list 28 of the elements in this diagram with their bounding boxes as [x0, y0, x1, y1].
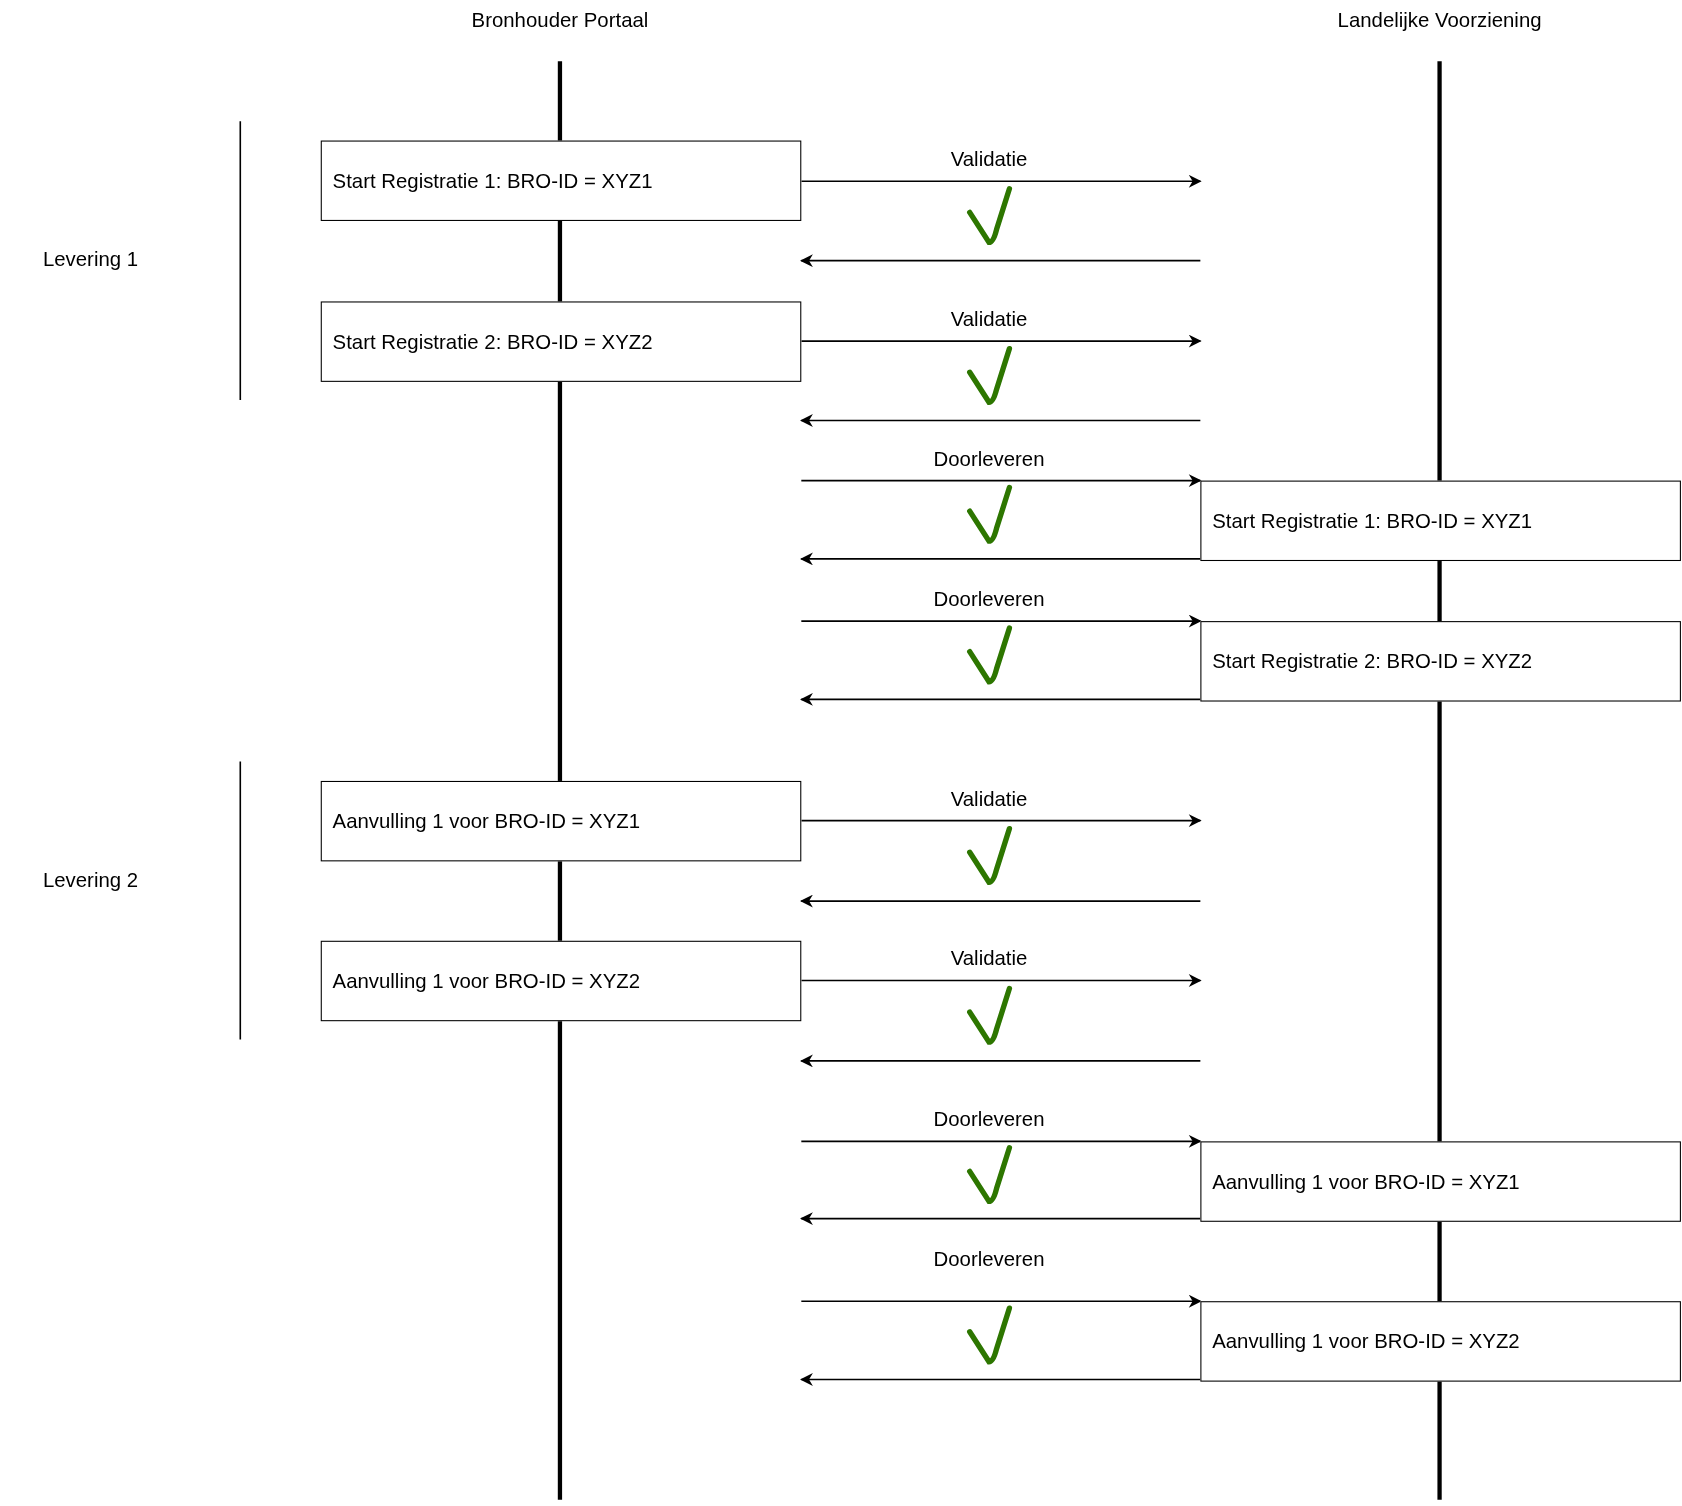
message-box: Aanvulling 1 voor BRO-ID = XYZ1 — [320, 780, 802, 862]
arrow — [800, 1212, 1202, 1226]
arrow — [800, 552, 1202, 566]
group-label: Levering 1 — [42, 247, 139, 272]
message-box: Aanvulling 1 voor BRO-ID = XYZ1 — [1200, 1141, 1681, 1222]
arrow — [800, 1294, 1202, 1308]
arrow — [800, 254, 1202, 268]
message-box: Start Registratie 1: BRO-ID = XYZ1 — [320, 140, 802, 221]
message-box: Start Registratie 2: BRO-ID = XYZ2 — [1200, 621, 1681, 702]
arrow — [800, 814, 1202, 828]
group-label: Levering 2 — [42, 868, 139, 893]
arrow — [800, 1054, 1202, 1068]
arrow — [800, 414, 1202, 427]
arrow — [800, 614, 1202, 628]
arrow — [800, 174, 1202, 188]
arrow — [800, 894, 1202, 908]
message-box: Start Registratie 1: BRO-ID = XYZ1 — [1200, 480, 1681, 561]
arrow — [800, 474, 1202, 487]
message-box: Aanvulling 1 voor BRO-ID = XYZ2 — [1200, 1301, 1681, 1382]
arrow — [800, 974, 1202, 987]
arrow — [800, 334, 1202, 348]
message-box: Aanvulling 1 voor BRO-ID = XYZ2 — [320, 940, 802, 1022]
lifeline-title: Landelijke Voorziening — [1337, 8, 1542, 33]
arrow — [800, 1373, 1202, 1386]
lifeline-title: Bronhouder Portaal — [471, 8, 649, 33]
arrow — [800, 1134, 1202, 1148]
message-box: Start Registratie 2: BRO-ID = XYZ2 — [320, 301, 802, 382]
arrow — [800, 692, 1202, 706]
